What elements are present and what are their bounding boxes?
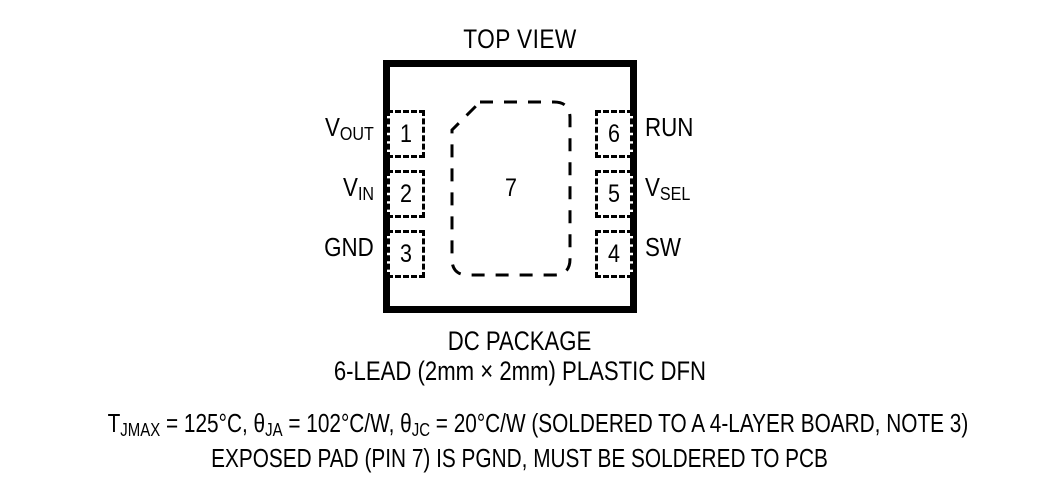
theta-ja-subscript: JA — [265, 419, 283, 441]
pin-number-6: 6 — [608, 119, 620, 148]
pin-label-gnd: GND — [324, 232, 374, 262]
pin-number-5: 5 — [608, 179, 620, 208]
theta-jc-symbol: θ — [400, 408, 412, 438]
package-outline: 1 2 3 6 5 4 7 — [383, 60, 637, 313]
pin-label-sw: SW — [645, 232, 682, 262]
pin-label-run: RUN — [645, 112, 694, 142]
tjmax-value: = 125°C, — [160, 408, 254, 438]
pin-label-vsel: VSEL — [645, 172, 691, 205]
pin-pad-4: 4 — [595, 230, 633, 278]
pin-label-vout: VOUT — [325, 112, 374, 145]
tjmax-symbol: T — [107, 408, 121, 438]
exposed-pad-number: 7 — [505, 174, 517, 202]
tjmax-subscript: JMAX — [120, 419, 161, 441]
pin-number-2: 2 — [400, 179, 412, 208]
pin-pad-2: 2 — [387, 170, 425, 218]
pin-number-3: 3 — [400, 239, 412, 268]
pin-number-4: 4 — [608, 239, 620, 268]
caption-exposed-pad-note: EXPOSED PAD (PIN 7) IS PGND, MUST BE SOL… — [211, 443, 829, 473]
exposed-pad-outline: 7 — [450, 100, 572, 277]
caption-thermal-specs: TJMAX = 125°C, θJA = 102°C/W, θJC = 20°C… — [0, 408, 1040, 441]
pin-pad-6: 6 — [595, 110, 633, 158]
pin-number-1: 1 — [400, 119, 412, 148]
pin-pad-5: 5 — [595, 170, 633, 218]
theta-jc-value: = 20°C/W (SOLDERED TO A 4-LAYER BOARD, N… — [430, 408, 969, 438]
theta-jc-subscript: JC — [411, 419, 431, 441]
caption-package-name: DC PACKAGE — [448, 326, 592, 356]
exposed-pad-shape-icon — [450, 100, 572, 277]
pin-pad-1: 1 — [387, 110, 425, 158]
pin-pad-3: 3 — [387, 230, 425, 278]
theta-ja-value: = 102°C/W, — [282, 408, 401, 438]
caption-lead-description: 6-LEAD (2mm × 2mm) PLASTIC DFN — [333, 356, 707, 386]
top-view-title: TOP VIEW — [463, 24, 577, 54]
theta-ja-symbol: θ — [253, 408, 266, 438]
pin-label-vin: VIN — [342, 172, 374, 205]
